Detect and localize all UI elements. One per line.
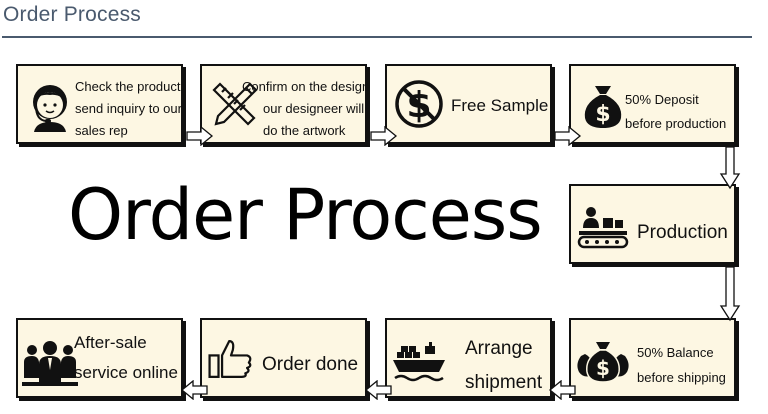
- diagram-title: Order Process: [68, 174, 543, 256]
- step-balance: $ 50% Balance before shipping: [569, 318, 736, 398]
- step-deposit: $ 50% Deposit before production: [569, 64, 736, 144]
- header-divider: [2, 36, 752, 38]
- page-title: Order Process: [3, 3, 141, 26]
- step-text-line: shipment: [465, 372, 543, 393]
- step-check-product: Check the product, send inquiry to our s…: [16, 64, 185, 144]
- flow-arrow-down: [719, 266, 741, 322]
- step-text-line: After-sale: [74, 333, 147, 352]
- step-text-line: Production: [637, 222, 728, 243]
- step-text-line: Arrange: [465, 338, 533, 359]
- flow-arrow-right: [554, 126, 582, 146]
- flow-arrow-down: [719, 146, 741, 190]
- step-text-line: before shipping: [637, 370, 726, 385]
- step-text-line: do the artwork: [263, 123, 346, 138]
- step-after-sale: After-sale service online: [16, 318, 183, 398]
- team-icon: [22, 341, 78, 386]
- step-confirm-design: Confirm on the design our designeer will…: [200, 64, 370, 144]
- step-text-line: Order done: [262, 354, 359, 375]
- svg-text:$: $: [595, 102, 610, 127]
- flow-arrow-left: [364, 380, 392, 400]
- flow-arrow-right: [370, 126, 398, 146]
- step-text-line: 50% Deposit: [625, 92, 699, 107]
- customer-service-icon: [33, 85, 67, 132]
- step-text-line: our designeer will: [263, 101, 365, 116]
- step-text-line: send inquiry to our: [75, 101, 182, 116]
- step-text-line: sales rep: [75, 123, 128, 138]
- design-tools-icon: [212, 82, 258, 126]
- step-text-line: Confirm on the design: [242, 79, 370, 94]
- step-text-line: before production: [625, 116, 727, 131]
- money-bags-icon: $: [577, 342, 629, 383]
- money-bag-icon: $: [584, 86, 622, 128]
- step-free-sample: $ Free Sample: [385, 64, 552, 144]
- cargo-ship-icon: [393, 342, 445, 382]
- page-header: Order Process: [0, 0, 768, 40]
- flow-arrow-left: [180, 380, 208, 400]
- step-arrange-shipment: Arrange shipment: [385, 318, 552, 398]
- step-text-line: Check the product,: [75, 79, 185, 94]
- flow-arrow-right: [186, 126, 214, 146]
- step-text-line: service online: [74, 363, 178, 382]
- step-production: Production: [569, 184, 736, 264]
- step-order-done: Order done: [200, 318, 367, 398]
- flow-arrow-left: [548, 380, 576, 400]
- svg-text:$: $: [596, 356, 610, 380]
- conveyor-worker-icon: [577, 207, 629, 249]
- no-dollar-icon: $: [395, 80, 443, 128]
- thumbs-up-icon: [208, 340, 252, 378]
- step-text-line: Free Sample: [451, 96, 549, 115]
- step-text-line: 50% Balance: [637, 345, 714, 360]
